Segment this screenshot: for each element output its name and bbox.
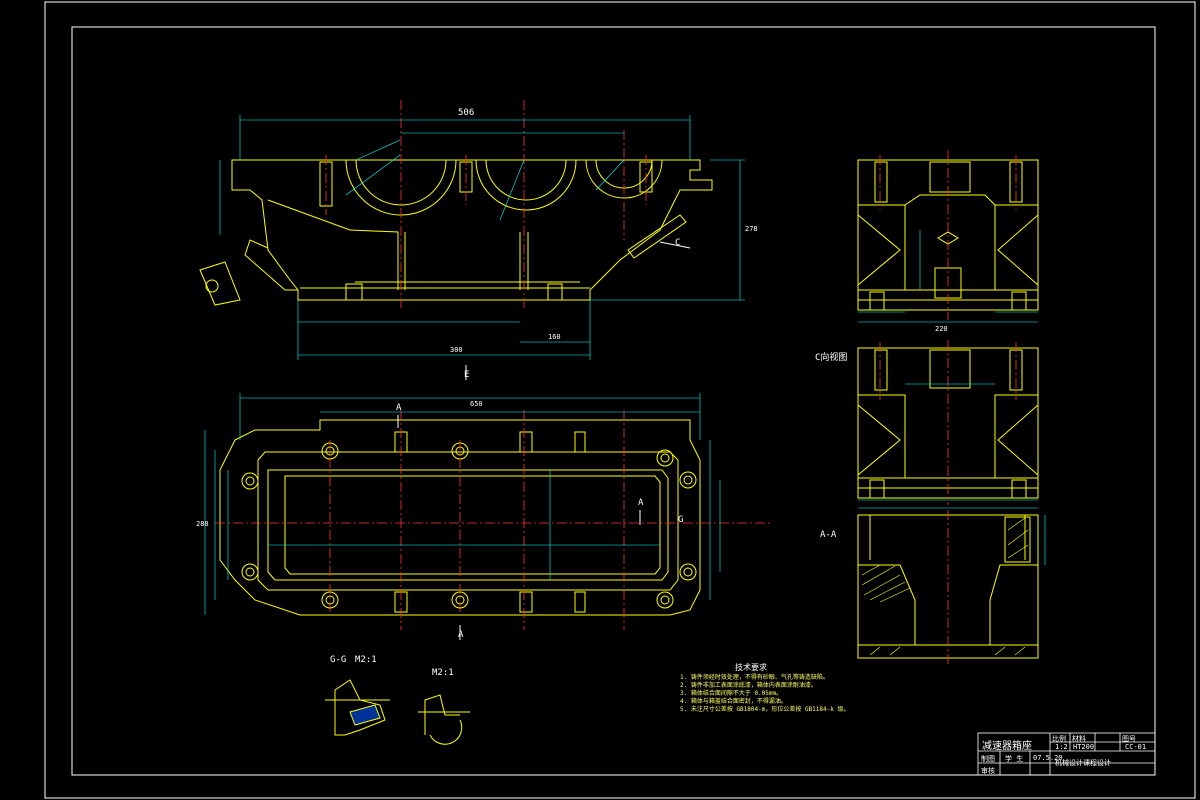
title-block-designer-label: 制图	[981, 755, 995, 763]
side-view-dimensions	[858, 230, 1038, 323]
section-aa-dimensions	[858, 507, 1046, 565]
section-gg-title: G-G	[330, 655, 347, 665]
section-aa-hatch	[861, 517, 1029, 656]
inner-border	[71, 26, 1156, 776]
section-g-label: G	[678, 515, 684, 525]
section-aa-title: A-A	[820, 530, 837, 540]
section-a-right-label: A	[638, 498, 644, 508]
front-view-centerlines	[325, 100, 647, 310]
section-c-label: C	[675, 238, 681, 248]
outer-border	[44, 1, 1196, 799]
tech-req-title: 技术要求	[735, 663, 767, 672]
tech-req-item-2: 2. 铸件非加工表面涂底漆，箱体内表面涂耐油漆。	[680, 682, 817, 689]
view-c-dimensions	[858, 383, 1038, 501]
section-a-bottom-label: A	[458, 630, 464, 640]
title-block-scale: 1:2	[1055, 743, 1068, 751]
title-block-material: HT200	[1073, 743, 1095, 751]
title-block-designer: 学 生	[1005, 755, 1024, 763]
title-block-part-name: 减速器箱座	[982, 741, 1032, 752]
dim-278: 278	[745, 225, 758, 233]
title-block-drawing-no-label: 图号	[1122, 735, 1136, 743]
front-view-dimensions	[219, 115, 745, 360]
title-block-date: 07.5.20	[1033, 754, 1063, 762]
view-c-title: C向视图	[815, 353, 848, 363]
section-gg-scale: M2:1	[355, 655, 377, 665]
detail-m-scale: M2:1	[432, 668, 454, 678]
top-view-centerlines	[215, 410, 770, 630]
title-block-checker-label: 审核	[981, 767, 995, 775]
side-view-centerlines	[879, 150, 1017, 320]
tech-req-item-4: 4. 箱体与箱盖结合面密封，不得漏油。	[680, 698, 787, 705]
dim-total-length: 506	[458, 108, 475, 118]
tech-req-item-1: 1. 铸件须经时效处理，不得有砂眼、气孔等铸造缺陷。	[680, 674, 829, 681]
dim-base-length: 300	[450, 346, 463, 354]
dim-side-width: 220	[935, 325, 948, 333]
title-block-frame	[977, 732, 1156, 776]
top-view-dimensions	[204, 393, 721, 615]
title-block-drawing-no: CC-01	[1125, 743, 1147, 751]
top-view	[219, 419, 701, 616]
section-c-marker	[659, 241, 691, 249]
section-a-markers	[397, 415, 641, 640]
tech-req-item-5: 5. 未注尺寸公差按 GB1804-m，形位公差按 GB1184-k 级。	[680, 706, 850, 713]
dim-288: 288	[196, 520, 209, 528]
dim-650: 650	[470, 400, 483, 408]
section-a-top-label: A	[396, 403, 402, 413]
title-block-scale-label: 比例	[1052, 735, 1066, 743]
title-block-school: 机械设计课程设计	[1055, 759, 1111, 767]
front-view	[199, 159, 713, 306]
section-e-label: E	[464, 370, 470, 380]
dim-160: 160	[548, 333, 561, 341]
tech-req-item-3: 3. 箱体结合面间隙不大于 0.05mm。	[680, 690, 783, 697]
detail-m	[418, 694, 470, 745]
detail-gg	[325, 679, 390, 736]
view-c-centerlines	[879, 340, 1017, 505]
title-block-material-label: 材料	[1072, 735, 1086, 743]
